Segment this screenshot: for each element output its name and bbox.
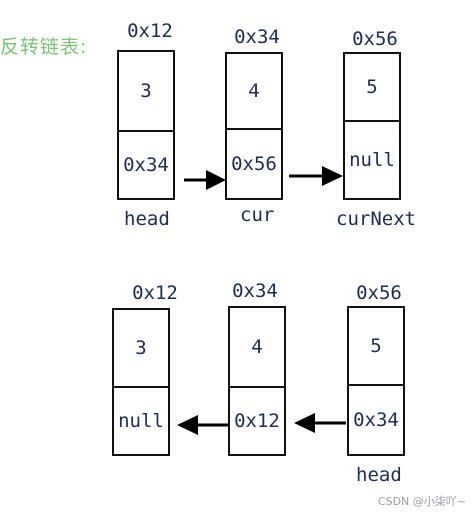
node-3-address: 0x56 xyxy=(352,28,398,50)
reversed-head-label: head xyxy=(356,464,402,486)
head-label: head xyxy=(124,208,170,230)
curnext-label: curNext xyxy=(336,208,417,230)
watermark: CSDN @小柒吖~ xyxy=(377,495,466,508)
node-value: 4 xyxy=(230,308,284,388)
arrow-reversed-node3-to-node2 xyxy=(294,413,346,433)
list-node-3: 5 null xyxy=(343,52,401,200)
node-next-pointer: null xyxy=(118,410,164,432)
node-value: 3 xyxy=(119,52,173,132)
reversed-node-3-address: 0x56 xyxy=(356,282,402,304)
node-value: 5 xyxy=(349,308,403,386)
reversed-node-1: 3 null xyxy=(112,308,170,456)
node-next-pointer: 0x12 xyxy=(234,410,280,432)
list-node-2: 4 0x56 xyxy=(225,52,283,200)
reversed-node-2-address: 0x34 xyxy=(232,280,278,302)
node-value: 5 xyxy=(345,54,399,122)
node-2-address: 0x34 xyxy=(234,26,280,48)
arrow-reversed-node2-to-node1 xyxy=(177,415,228,435)
reversed-node-3: 5 0x34 xyxy=(347,306,405,456)
arrow-node1-to-node2 xyxy=(184,170,226,190)
node-next-pointer: 0x56 xyxy=(231,153,277,175)
cur-label: cur xyxy=(240,204,275,226)
diagram-title: 反转链表: xyxy=(0,36,88,58)
list-node-1: 3 0x34 xyxy=(117,50,175,200)
node-value: 4 xyxy=(227,54,281,130)
node-next-pointer: null xyxy=(349,149,395,171)
node-next-pointer: 0x34 xyxy=(123,154,169,176)
node-next-pointer: 0x34 xyxy=(353,409,399,431)
arrow-node2-to-node3 xyxy=(289,166,343,186)
node-value: 3 xyxy=(114,310,168,388)
reversed-node-2: 4 0x12 xyxy=(228,306,286,456)
node-1-address: 0x12 xyxy=(127,20,173,42)
reversed-node-1-address: 0x12 xyxy=(132,282,178,304)
